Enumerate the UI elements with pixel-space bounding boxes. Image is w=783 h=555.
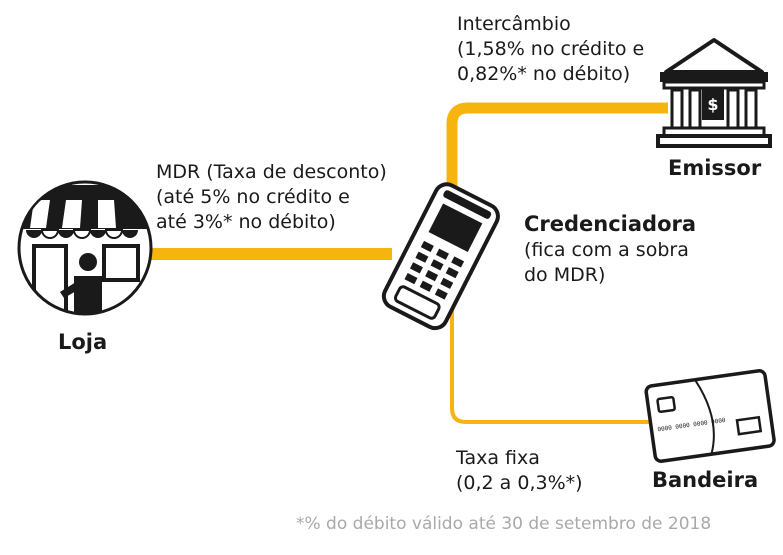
taxa-fixa-line-1: Taxa fixa [456,447,540,469]
mdr-line-3: até 3%* no débito) [156,211,336,233]
credenciadora-desc-2: do MDR) [524,264,606,286]
bandeira-label: Bandeira [652,468,759,492]
bank-icon: $ [656,38,772,148]
credenciadora-desc-1: (fica com a sobra [524,239,689,261]
taxa-fixa-label: Taxa fixa (0,2 a 0,3%*) [456,446,583,496]
credenciadora-block: Credenciadora (fica com a sobra do MDR) [524,210,696,288]
flow-line-credenciadora-emissor [446,102,668,206]
mdr-line-1: MDR (Taxa de desconto) [156,161,387,183]
intercambio-line-3: 0,82%* no débito) [457,63,631,85]
credenciadora-label: Credenciadora [524,212,697,236]
intercambio-label: Intercâmbio (1,58% no crédito e 0,82%* n… [457,12,644,87]
shop-icon [17,180,153,316]
card-terminal-icon [381,182,500,331]
credit-card-icon: 0000 0000 0000 0000 [644,369,776,463]
intercambio-line-2: (1,58% no crédito e [457,38,645,60]
mdr-label: MDR (Taxa de desconto) (até 5% no crédit… [156,160,387,235]
svg-text:$: $ [707,95,718,114]
taxa-fixa-line-2: (0,2 a 0,3%*) [456,472,583,494]
emissor-label: Emissor [668,156,762,180]
intercambio-line-1: Intercâmbio [457,13,571,35]
flow-line-credenciadora-bandeira [450,300,650,424]
footnote: *% do débito válido até 30 de setembro d… [296,514,712,534]
loja-label: Loja [58,330,108,354]
mdr-line-2: (até 5% no crédito e [156,186,350,208]
